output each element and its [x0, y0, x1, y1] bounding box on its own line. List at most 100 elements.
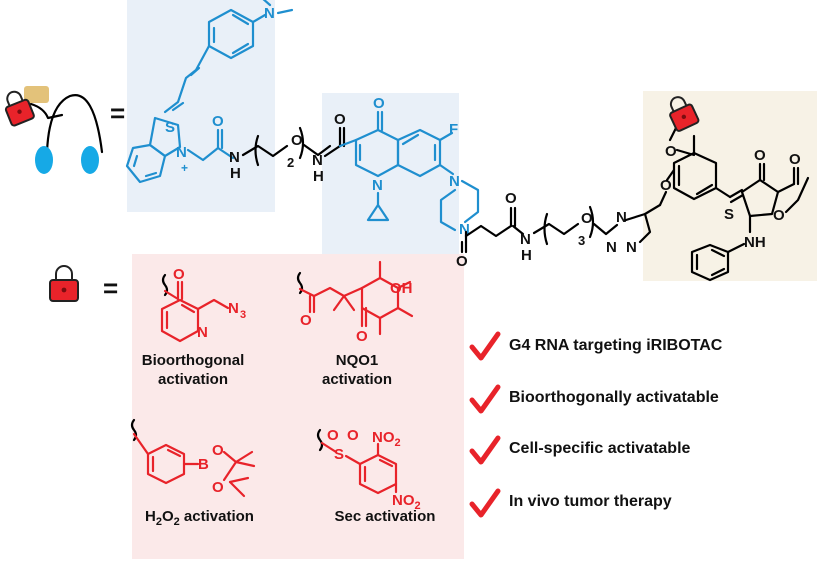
triazole-ch2	[643, 203, 662, 216]
aniline-phenyl-db2	[710, 248, 726, 258]
cage4-no2-bottom-n: NO	[392, 492, 415, 509]
bracket-left-2	[543, 212, 549, 246]
cage-lock-shackle	[55, 265, 73, 281]
check-icon	[469, 488, 501, 518]
atom-n-dimethyl: N	[264, 5, 275, 22]
cage3-caption-sub2: 2	[174, 516, 180, 528]
cage3-methyl-4	[228, 480, 246, 498]
feature-item-4: In vivo tumor therapy	[469, 488, 672, 518]
bond-ring-piperazine	[438, 163, 455, 176]
cage1-atom-o: O	[173, 266, 185, 283]
feature-label: G4 RNA targeting iRIBOTAC	[509, 337, 723, 354]
cage2-atom-o2: O	[356, 328, 368, 345]
check-icon	[469, 384, 501, 414]
schematic-right-ball	[81, 146, 99, 174]
cage3-caption: H2O2 activation	[145, 508, 254, 528]
cage3-caption-o: O	[162, 508, 174, 525]
cage3-atom-b: B	[198, 456, 209, 473]
bond-n-methyl-2	[276, 8, 294, 15]
recruiter-structure: O O S O O O NH	[660, 96, 810, 282]
cage2-bond-1	[298, 287, 316, 298]
cage4-s-ring	[344, 454, 362, 466]
benzo-ring	[125, 143, 167, 184]
cage4-no2-bottom-sub: 2	[415, 500, 421, 512]
atom-n-triazole-2: N	[606, 239, 617, 256]
bond-nh-co	[323, 144, 342, 158]
atom-o-amide-1: O	[212, 113, 224, 130]
cage-bioorthogonal: O N N 3 Bioorthogonal activation	[142, 266, 246, 388]
feature-item-3: Cell-specific activatable	[469, 435, 691, 465]
schematic-lock-keyhole	[17, 109, 22, 114]
cage4-no2-top: NO2	[372, 429, 401, 449]
bracket-right-2	[588, 205, 595, 239]
cage-nqo1: O OH O NQO1 activation	[296, 260, 414, 388]
diene-db2	[171, 101, 185, 112]
schematic-cap	[24, 86, 49, 103]
cage4-atom-s: S	[334, 446, 344, 463]
cage-lock-keyhole	[61, 287, 67, 293]
feature-item-2: Bioorthogonally activatable	[469, 384, 719, 414]
exocyclic-db	[728, 188, 744, 199]
bond-c-f	[438, 131, 454, 142]
triazole-ring	[624, 212, 652, 244]
cage2-caption-line1: NQO1	[336, 352, 379, 369]
atom-o-linker-1: O	[456, 253, 468, 270]
cage1-pyridine-db2	[180, 303, 196, 314]
atom-n-piperazine-1: N	[449, 173, 460, 190]
atom-n-triazole-1: N	[616, 209, 627, 226]
equals-sign-top: =	[110, 98, 125, 128]
diene-db1	[189, 66, 201, 77]
schematic-lock	[4, 90, 35, 127]
atom-plus-charge: +	[181, 161, 188, 175]
catechol-db2	[695, 183, 714, 196]
succinyl-chain	[464, 224, 513, 238]
piperazine-side-a	[460, 179, 480, 224]
check-icon	[469, 435, 501, 465]
atom-n-quinolone: N	[372, 177, 383, 194]
atom-s-benzothiazole: S	[165, 119, 175, 136]
atom-nh-aniline: NH	[744, 234, 766, 251]
cage3-methyl-2	[234, 460, 256, 468]
recruiter-lock-keyhole	[681, 114, 687, 120]
cage4-no2-top-sub: 2	[395, 437, 401, 449]
cage1-caption-line2: activation	[158, 371, 228, 388]
bond-o2-cage	[668, 126, 678, 142]
bond-ring-ester	[776, 182, 796, 194]
cage3-caption-rest: activation	[180, 508, 254, 525]
cage4-no2-top-n: NO	[372, 429, 395, 446]
aniline-ring-db2	[231, 13, 250, 26]
cage3-atom-o1: O	[212, 442, 224, 459]
cage3-caption-sub1: 2	[156, 516, 162, 528]
atom-o-ester-2: O	[773, 207, 785, 224]
atom-nh-3: N	[520, 231, 531, 248]
cage4-caption: Sec activation	[335, 508, 436, 525]
schematic-left-ball	[35, 146, 53, 174]
atom-n-piperazine-2: N	[459, 221, 470, 238]
peg3-to-triazole	[592, 222, 619, 236]
ribotac-schematic	[4, 86, 104, 174]
cage2-methyl-b	[342, 294, 356, 312]
bond-ring-ch	[714, 186, 732, 199]
peg3-linker: O O N H O 3 N N N	[456, 190, 668, 270]
thiophene-ring	[740, 178, 780, 218]
aniline-phenyl	[690, 243, 730, 282]
bond-amide-ring	[338, 138, 358, 148]
atom-h-1: H	[230, 165, 241, 182]
cage-lock-icon	[49, 265, 79, 302]
atom-n-triazole-3: N	[626, 239, 637, 256]
peg2-chain	[241, 144, 289, 158]
cage2-ring-bond	[342, 286, 364, 298]
cage1-atom-n-pyridine: N	[197, 324, 208, 341]
atom-h-3: H	[521, 247, 532, 264]
schematic-lock-shackle	[6, 90, 24, 108]
cage4-bond-s	[320, 441, 338, 454]
quinolone-structure: O F N N N	[338, 95, 480, 238]
atom-nh-1: N	[229, 149, 240, 166]
schematic-arc	[45, 94, 104, 154]
bond-nh-phenyl	[726, 242, 746, 254]
cage2-atom-o1: O	[300, 312, 312, 329]
atom-o-ketone: O	[754, 147, 766, 164]
bond-o-ring	[665, 168, 676, 182]
cage2-c-oh	[396, 280, 412, 290]
